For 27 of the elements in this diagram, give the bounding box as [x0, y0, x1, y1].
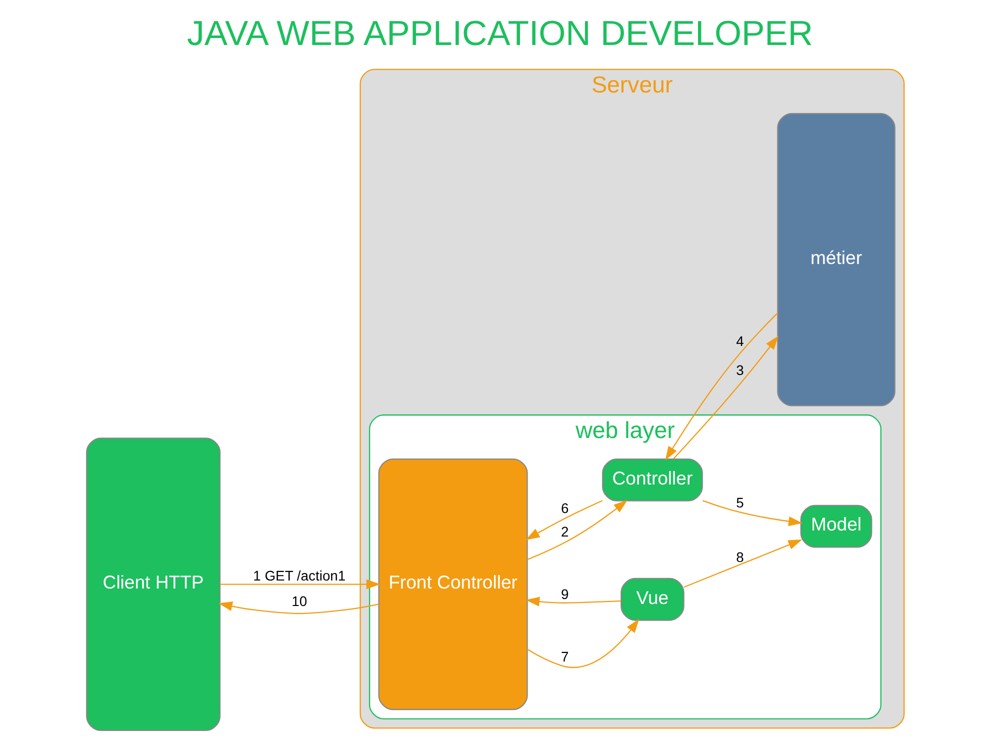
- edge-label: 1 GET /action1: [253, 567, 346, 584]
- edge-label: 3: [736, 362, 744, 378]
- arrow: [673, 336, 779, 460]
- node-box: Client HTTP: [86, 438, 221, 731]
- edge-label: 5: [736, 494, 744, 510]
- edge-label: 2: [561, 523, 569, 540]
- node-box: Front Controller: [378, 458, 528, 710]
- edge-label: 4: [736, 333, 744, 350]
- arrow: [218, 601, 378, 614]
- arrow: [527, 500, 628, 560]
- node-box: métier: [777, 112, 896, 406]
- edge-label: 8: [736, 548, 744, 565]
- node-box: Model: [800, 504, 872, 548]
- arrow: [665, 312, 778, 460]
- edge-label: 10: [292, 592, 308, 609]
- arrow: [527, 618, 640, 668]
- arrow: [526, 596, 621, 606]
- diagram-title: JAVA WEB APPLICATION DEVELOPER: [187, 15, 813, 54]
- edge-label: 9: [561, 586, 569, 602]
- node-box: Controller: [602, 458, 703, 502]
- edge-label: 6: [561, 500, 569, 516]
- arrow: [526, 500, 603, 540]
- arrow: [702, 500, 803, 526]
- arrow: [684, 540, 802, 588]
- node-box: Vue: [620, 578, 684, 621]
- arrow: [220, 579, 380, 590]
- edge-label: 7: [561, 648, 569, 665]
